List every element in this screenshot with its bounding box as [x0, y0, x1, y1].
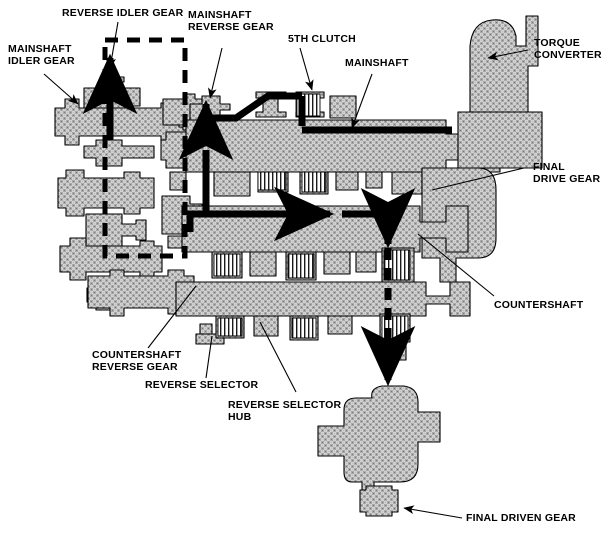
clutch-pack: [301, 171, 327, 193]
leader-reverse-selector: [205, 335, 213, 379]
clutch-pack: [257, 171, 287, 191]
leader-reverse-idler-gear: [107, 21, 119, 69]
gear-teeth: [213, 253, 241, 277]
leader-fifth-clutch: [299, 47, 314, 91]
gear-teeth: [287, 253, 315, 279]
leader-mainshaft: [351, 73, 373, 129]
leader-countershaft: [417, 233, 495, 297]
label-countershaft: COUNTERSHAFT: [494, 299, 584, 311]
metal-bodies: [54, 15, 543, 517]
power-flow-arrows: [82, 53, 452, 387]
final-driven-gear-assembly: [317, 385, 441, 517]
leader-reverse-selector-hub: [259, 321, 297, 393]
leader-final-driven-gear: [403, 505, 463, 519]
label-reverse-idler-gear: REVERSE IDLER GEAR: [62, 7, 184, 19]
label-final-driven-gear: FINAL DRIVEN GEAR: [466, 512, 576, 524]
label-reverse-selector: REVERSE SELECTOR: [145, 379, 259, 391]
leader-mainshaft-reverse-gear: [208, 47, 223, 99]
label-fifth-clutch: 5TH CLUTCH: [288, 33, 356, 45]
countershaft-flow-arrow: [342, 188, 416, 249]
gear-teeth: [291, 317, 317, 339]
gear-teeth: [217, 317, 243, 337]
label-reverse-selector-hub: REVERSE SELECTOR HUB: [228, 399, 342, 423]
label-torque-converter: TORQUE CONVERTER: [534, 37, 602, 61]
leader-countershaft-reverse-gear: [147, 285, 197, 349]
leader-torque-converter: [487, 49, 529, 61]
label-countershaft-reverse-gear: COUNTERSHAFT REVERSE GEAR: [92, 349, 182, 373]
label-mainshaft: MAINSHAFT: [345, 57, 409, 69]
leader-lines: [43, 21, 529, 519]
label-mainshaft-reverse-gear: MAINSHAFT REVERSE GEAR: [188, 9, 274, 33]
leader-mainshaft-idler-gear: [43, 73, 79, 105]
torque-converter: [457, 15, 543, 169]
label-mainshaft-idler-gear: MAINSHAFT IDLER GEAR: [8, 43, 75, 67]
label-final-drive-gear: FINAL DRIVE GEAR: [533, 161, 601, 185]
leader-final-drive-gear: [431, 167, 525, 191]
